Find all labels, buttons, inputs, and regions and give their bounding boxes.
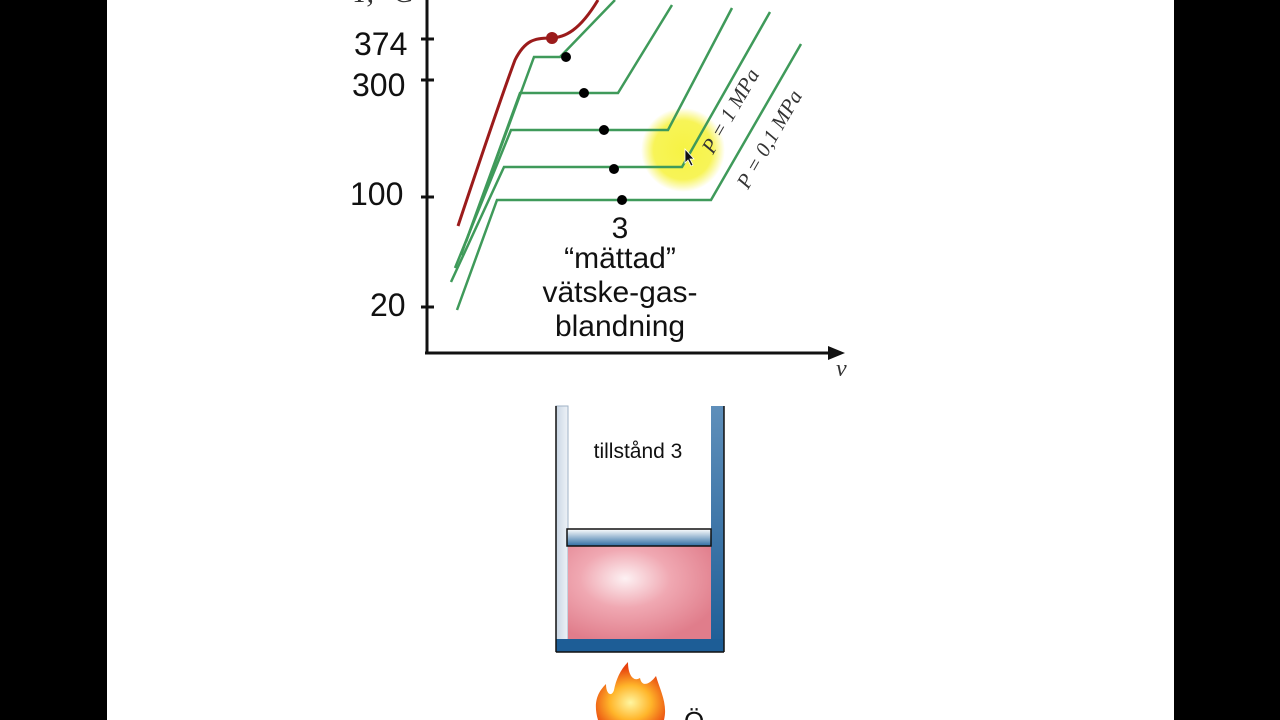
isobar-3 xyxy=(453,7,734,269)
burner-label: Ö xyxy=(684,706,704,720)
slide: T, °C v 374 300 100 20 P = 1 MPa P = 0,1… xyxy=(107,0,1174,720)
critical-isobar xyxy=(456,0,600,227)
flame-icon xyxy=(595,662,666,720)
mouse-cursor-icon xyxy=(684,147,695,167)
cylinder-label: tillstånd 3 xyxy=(594,440,683,463)
ts-diagram: T, °C v 374 300 100 20 P = 1 MPa P = 0,1… xyxy=(350,0,847,720)
state-description-line-3: blandning xyxy=(555,310,685,343)
state-description-line-1: “mättad” xyxy=(564,242,676,275)
tick-label-100: 100 xyxy=(350,176,403,212)
tick-label-300: 300 xyxy=(352,67,405,103)
state-point-3 xyxy=(599,125,609,135)
isobar-p-1mpa xyxy=(449,11,772,283)
state-description-line-2: vätske-gas- xyxy=(542,276,697,309)
state-point-5 xyxy=(617,195,627,205)
y-axis-label: T, °C xyxy=(352,0,414,9)
state-points xyxy=(561,52,627,205)
tick-label-20: 20 xyxy=(370,287,406,323)
x-axis-arrow xyxy=(828,346,845,360)
cylinder-wall-right xyxy=(711,406,724,652)
isobar-2 xyxy=(459,4,674,256)
piston xyxy=(566,528,712,547)
isobar-p-01mpa xyxy=(455,43,803,311)
state-point-4 xyxy=(609,164,619,174)
state-point-1 xyxy=(561,52,571,62)
state-point-2 xyxy=(579,88,589,98)
state-number: 3 xyxy=(612,212,629,245)
fluid xyxy=(568,546,711,639)
tick-label-374: 374 xyxy=(354,26,407,62)
isobars xyxy=(449,0,803,311)
isobar-1 xyxy=(464,0,616,243)
cylinder-bottom xyxy=(556,639,724,652)
cylinder xyxy=(555,405,725,653)
x-axis-label: v xyxy=(836,356,847,382)
cylinder-wall-left xyxy=(555,405,569,653)
critical-point xyxy=(546,32,558,44)
